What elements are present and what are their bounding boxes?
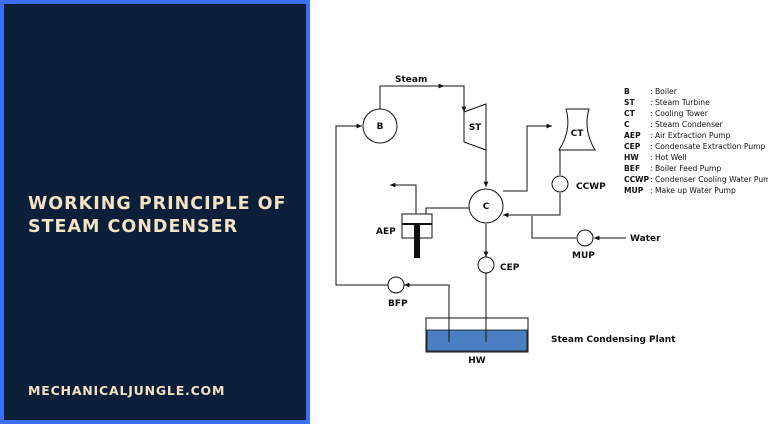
steam-label: Steam <box>395 75 427 85</box>
legend-desc: : Boiler <box>650 87 678 96</box>
cooling-tower: CT <box>558 108 596 151</box>
legend-abbr: B <box>624 87 630 96</box>
legend-abbr: HW <box>624 153 639 162</box>
air-extraction-pipe <box>425 207 470 214</box>
mup-label: MUP <box>572 251 595 261</box>
ccwp-pump: CCWP <box>551 175 606 193</box>
legend-abbr: CT <box>624 109 636 118</box>
legend-abbr: C <box>624 120 630 129</box>
legend-abbr: ST <box>624 98 635 107</box>
legend-desc: : Condenser Cooling Water Pump <box>650 175 768 184</box>
legend-desc: : Make up Water Pump <box>650 186 736 195</box>
legend: B : Boiler ST : Steam Turbine CT : Cooli… <box>624 87 768 195</box>
legend-desc: : Cooling Tower <box>650 109 709 118</box>
legend-abbr: CEP <box>624 142 641 151</box>
hotwell-water <box>426 329 528 352</box>
turbine-shape <box>463 103 487 151</box>
steam-turbine: ST <box>463 103 487 151</box>
title-panel: WORKING PRINCIPLE OF STEAM CONDENSER MEC… <box>0 0 310 424</box>
condensate-extraction-pump: CEP <box>477 256 520 274</box>
steam-condenser: C <box>468 188 504 224</box>
site-name: MECHANICALJUNGLE.COM <box>28 383 226 398</box>
cooling-tower-label: CT <box>571 129 585 139</box>
cep-label: CEP <box>500 263 520 273</box>
boiler-circle <box>362 108 398 144</box>
pipe-lines <box>335 83 626 349</box>
condensing-plant-diagram: B ST CT CCWP C AEP CEP MUP BFP <box>335 75 768 366</box>
cep-circle <box>477 256 495 274</box>
boiler-label: B <box>377 122 384 132</box>
makeup-water-pump: MUP <box>572 229 595 261</box>
air-vent-pipe <box>390 182 417 214</box>
legend-abbr: CCWP <box>624 175 650 184</box>
bfp-label: BFP <box>388 299 408 309</box>
feed-water-pipe <box>335 123 388 286</box>
aep-rod <box>414 224 420 258</box>
mup-circle <box>576 229 594 247</box>
cooling-tower-shape <box>558 108 596 151</box>
hot-well: HW <box>425 317 529 366</box>
air-extraction-pump: AEP <box>376 213 433 258</box>
legend-desc: : Air Extraction Pump <box>650 131 731 140</box>
legend-desc: : Hot Well <box>650 153 687 162</box>
legend-desc: : Condensate Extraction Pump <box>650 142 766 151</box>
turbine-label: ST <box>469 123 482 133</box>
bfp-circle <box>387 276 405 294</box>
boiler: B <box>362 108 398 144</box>
panel-title-line-1: WORKING PRINCIPLE OF <box>28 194 287 214</box>
legend-desc: : Steam Condenser <box>650 120 724 129</box>
condenser-circle <box>468 188 504 224</box>
legend-desc: : Steam Turbine <box>650 98 710 107</box>
boiler-feed-pump: BFP <box>387 276 408 309</box>
ccwp-circle <box>551 175 569 193</box>
legend-abbr: MUP <box>624 186 644 195</box>
aep-label: AEP <box>376 227 396 237</box>
legend-abbr: BEF <box>624 164 640 173</box>
ccwp-return-pipe <box>503 193 561 218</box>
water-label: Water <box>630 234 661 244</box>
legend-desc: : Boiler Feed Pump <box>650 164 721 173</box>
hotwell-label: HW <box>468 356 486 366</box>
plant-caption: Steam Condensing Plant <box>551 335 676 345</box>
makeup-pipe <box>531 216 576 239</box>
panel-title-line-2: STEAM CONDENSER <box>28 217 239 237</box>
condenser-to-tower-pipe <box>503 123 552 192</box>
panel-title: WORKING PRINCIPLE OF STEAM CONDENSER <box>28 193 310 239</box>
ccwp-label: CCWP <box>576 182 606 192</box>
legend-abbr: AEP <box>624 131 641 140</box>
steam-pipe <box>379 85 467 112</box>
condenser-label: C <box>483 202 490 212</box>
